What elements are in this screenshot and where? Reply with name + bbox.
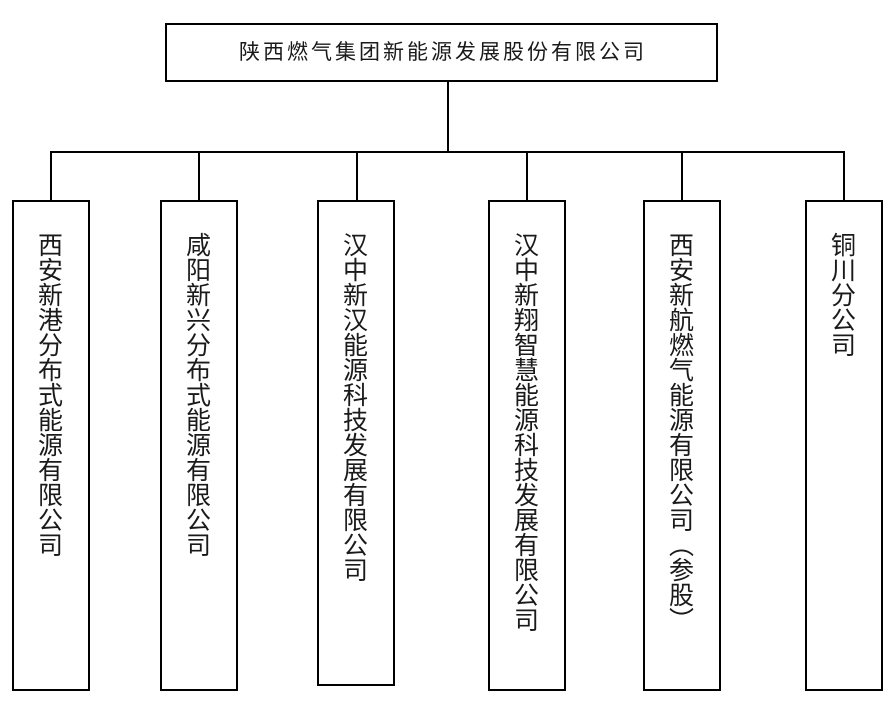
org-node-child-5-label: 西安新航燃气能源有限公司（参股） — [665, 232, 695, 632]
org-node-child-1[interactable]: 西安新港分布式能源有限公司 — [12, 200, 90, 691]
org-node-child-4[interactable]: 汉中新翔智慧能源科技发展有限公司 — [488, 200, 566, 691]
org-node-child-2-label: 咸阳新兴分布式能源有限公司 — [182, 232, 212, 557]
connector-drop-1 — [50, 151, 52, 200]
connector-drop-5 — [681, 151, 683, 200]
connector-root-stem — [447, 82, 449, 152]
connector-drop-3 — [356, 151, 358, 200]
org-node-child-3[interactable]: 汉中新汉能源科技发展有限公司 — [317, 200, 395, 686]
org-node-child-2[interactable]: 咸阳新兴分布式能源有限公司 — [160, 200, 238, 691]
org-node-child-3-label: 汉中新汉能源科技发展有限公司 — [339, 232, 369, 582]
connector-drop-4 — [526, 151, 528, 200]
org-node-child-6-label: 铜川分公司 — [827, 232, 857, 357]
connector-drop-6 — [843, 151, 845, 200]
org-node-child-1-label: 西安新港分布式能源有限公司 — [34, 232, 64, 557]
connector-drop-2 — [198, 151, 200, 200]
org-node-child-6[interactable]: 铜川分公司 — [805, 200, 883, 691]
connector-horizontal-bus — [50, 151, 845, 153]
org-node-child-5[interactable]: 西安新航燃气能源有限公司（参股） — [643, 200, 721, 691]
org-node-root[interactable]: 陕西燃气集团新能源发展股份有限公司 — [165, 23, 718, 82]
org-node-child-4-label: 汉中新翔智慧能源科技发展有限公司 — [510, 232, 540, 632]
org-node-root-label: 陕西燃气集团新能源发展股份有限公司 — [239, 40, 647, 64]
